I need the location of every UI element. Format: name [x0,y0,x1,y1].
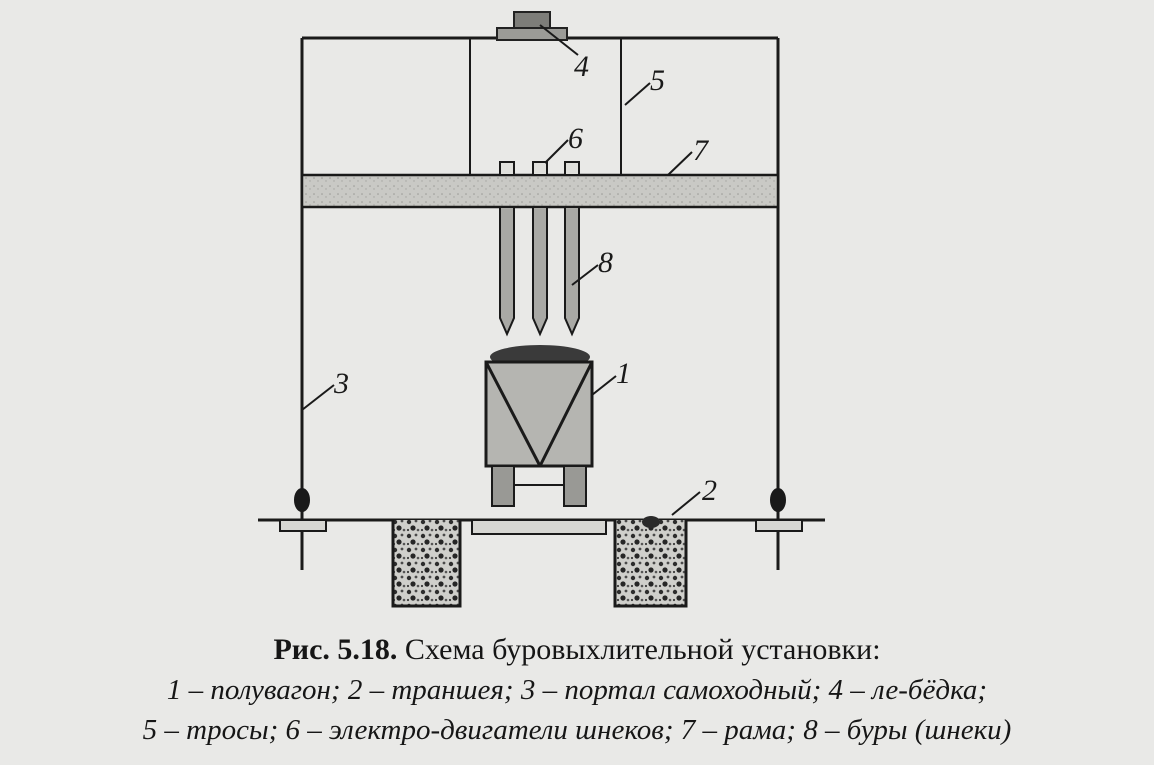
leader-lines [301,24,701,516]
callout-6: 6 [568,122,583,155]
drilling-rig-diagram: 1 2 3 4 5 6 7 8 [258,11,825,608]
cables [469,38,622,175]
callout-1: 1 [616,357,631,390]
caption-title: Схема буровыхлительной установки: [404,633,881,666]
callout-5: 5 [650,64,665,97]
auger-motors [499,161,580,176]
callout-2: 2 [702,474,717,507]
callout-7: 7 [693,134,710,167]
caption-legend-line-2: 5 – тросы; 6 – электро-двигатели шнеков;… [142,714,1012,746]
trenches [391,516,688,608]
callout-4: 4 [574,50,589,83]
augers [499,206,580,337]
wheel-supports [279,488,803,535]
callout-3: 3 [333,367,349,400]
caption-title-line: Рис. 5.18. Схема буровыхлительной устано… [0,630,1154,670]
callout-8: 8 [598,246,613,279]
caption-label: Рис. 5.18. [273,633,398,666]
caption-legend-line-1: 1 – полувагон; 2 – траншея; 3 – портал с… [166,674,988,706]
frame-beam [300,173,780,209]
figure-caption: Рис. 5.18. Схема буровыхлительной устано… [0,630,1154,750]
railcar [484,345,594,507]
winch [496,11,568,41]
